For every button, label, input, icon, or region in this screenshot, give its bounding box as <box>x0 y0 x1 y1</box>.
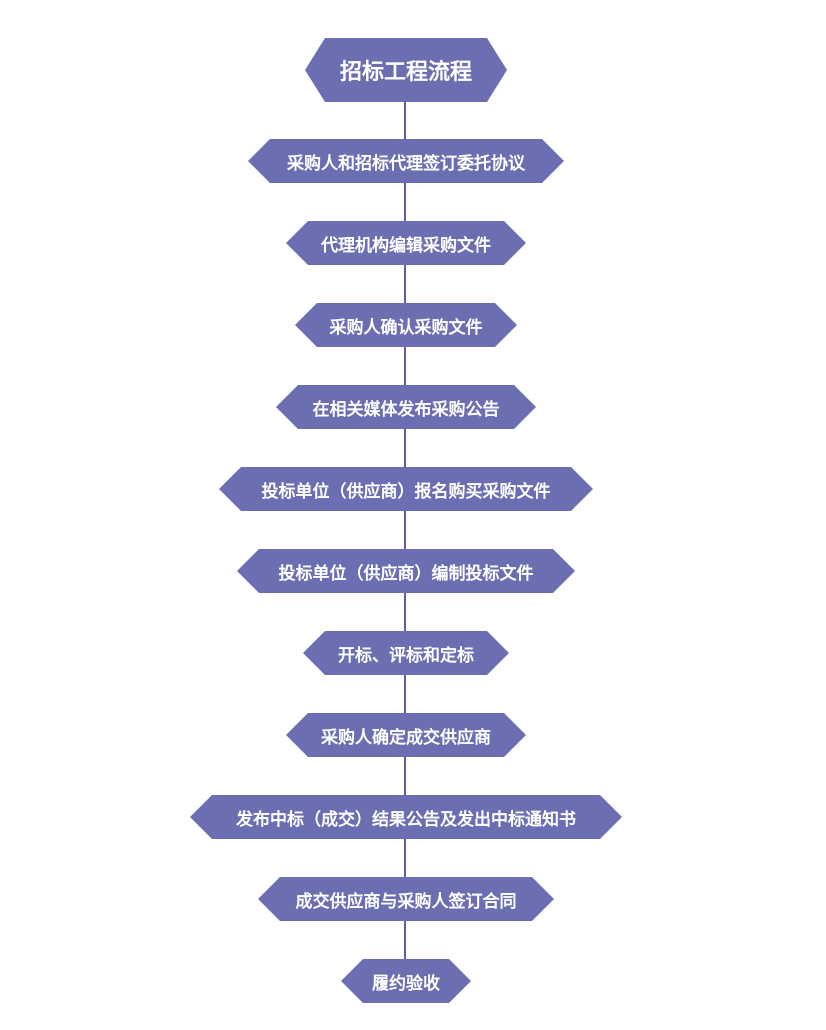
flow-step-4: 在相关媒体发布采购公告 <box>276 385 536 429</box>
flow-step-8: 采购人确定成交供应商 <box>286 713 526 757</box>
flow-step-6: 投标单位（供应商）编制投标文件 <box>237 549 575 593</box>
flowchart-title: 招标工程流程 <box>305 38 507 102</box>
flow-step-2: 代理机构编辑采购文件 <box>286 221 526 265</box>
flow-step-1: 采购人和招标代理签订委托协议 <box>248 139 564 183</box>
flow-step-9: 发布中标（成交）结果公告及发出中标通知书 <box>190 795 622 839</box>
flow-step-5: 投标单位（供应商）报名购买采购文件 <box>219 467 593 511</box>
flow-step-7: 开标、评标和定标 <box>303 631 509 675</box>
flow-connector-line <box>404 70 406 980</box>
flow-step-10: 成交供应商与采购人签订合同 <box>258 877 554 921</box>
flow-step-3: 采购人确认采购文件 <box>295 303 517 347</box>
flow-step-11: 履约验收 <box>341 959 471 1003</box>
